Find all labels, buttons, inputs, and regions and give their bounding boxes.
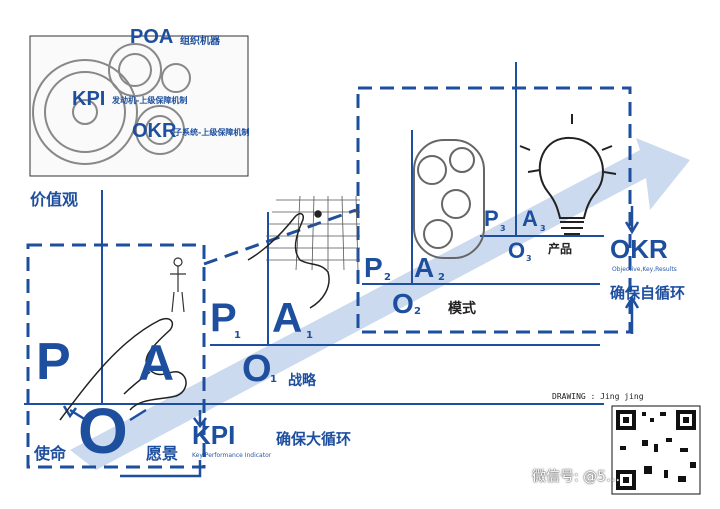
- inset-poa-label: POA: [130, 26, 174, 48]
- level2-o: O: [392, 288, 414, 319]
- level1-p: P: [210, 296, 237, 340]
- level1-a: A: [272, 294, 303, 341]
- level2-p: P: [364, 252, 383, 283]
- level2-model: 模式: [448, 301, 476, 317]
- person-icon: [170, 257, 186, 313]
- level0-o: O: [78, 395, 128, 467]
- kpi-loop-label: 确保大循环: [276, 430, 352, 448]
- wechat-watermark: 微信号: @5…: [532, 469, 621, 485]
- frame-level2: [356, 86, 632, 334]
- level2-a-sub: 2: [438, 272, 445, 283]
- okr-loop-label: 确保自循环: [610, 284, 686, 302]
- inset-okr-label: OKR: [132, 120, 177, 142]
- kpi-title: KPI: [192, 420, 236, 450]
- inset-kpi-label: KPI: [72, 88, 106, 110]
- level3-p-sub: 3: [500, 224, 506, 233]
- gears-mechanism-icon: [413, 139, 485, 259]
- level1-o-sub: 1: [270, 374, 277, 385]
- level3-o: O: [508, 238, 526, 263]
- level3-o-sub: 3: [526, 254, 532, 263]
- qr-code-icon: [616, 410, 696, 490]
- level3-a-sub: 3: [540, 224, 546, 233]
- inset-poa-cn: 组织机器: [180, 36, 220, 47]
- frame-kpi-top: [203, 208, 357, 266]
- level0-p: P: [36, 333, 71, 391]
- level2-o-sub: 2: [414, 306, 421, 317]
- level0-vision: 愿景: [146, 444, 179, 463]
- pointing-hand-icon: [59, 318, 187, 421]
- level0-mission: 使命: [34, 444, 67, 463]
- level1-o: O: [242, 348, 272, 390]
- growth-arrow: [70, 138, 690, 470]
- level1-p-sub: 1: [234, 330, 241, 341]
- level2-p-sub: 2: [384, 272, 391, 283]
- level3-p: P: [484, 206, 499, 231]
- hand-placing-stone-icon: [247, 210, 330, 309]
- level1-a-sub: 1: [306, 330, 313, 341]
- inset-okr-cn: 子系统-上级保障机制: [174, 128, 250, 137]
- inset-kpi-cn: 发动机-上级保障机制: [112, 96, 188, 105]
- drawing-credit: DRAWING : Jing jing: [552, 392, 644, 401]
- level0-a: A: [138, 335, 175, 391]
- inset-box: [29, 35, 249, 177]
- okr-description: Objective,Key,Results: [612, 266, 677, 273]
- level1-strategy: 战略: [288, 373, 316, 389]
- level3-a: A: [522, 206, 538, 231]
- frame-level0: [26, 243, 206, 469]
- connector-arrows: [62, 206, 640, 478]
- level3-product: 产品: [548, 242, 573, 256]
- okr-title: OKR: [610, 234, 668, 264]
- kpi-description: Key Performance Indicator: [192, 452, 272, 459]
- level2-a: A: [414, 252, 435, 283]
- values-label: 价值观: [30, 190, 79, 209]
- light-bulb-icon: [519, 114, 617, 235]
- gear-cluster-icon: [32, 43, 191, 165]
